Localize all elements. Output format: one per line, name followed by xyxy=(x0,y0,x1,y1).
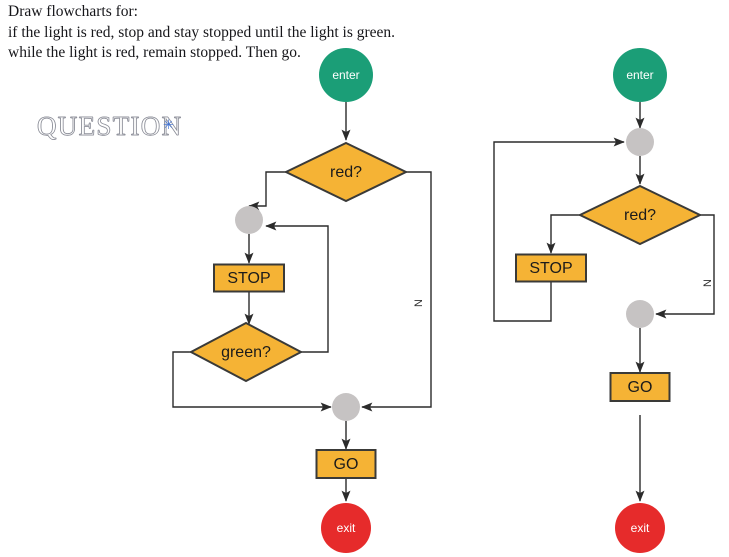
exit-terminal[interactable]: exit xyxy=(321,503,371,553)
red-decision-shape xyxy=(577,184,703,246)
green-decision-shape xyxy=(188,321,304,383)
exit-terminal-shape xyxy=(321,503,371,553)
red-decision-label: red? xyxy=(624,207,656,224)
stop-process-shape xyxy=(515,253,587,283)
merge-point-top[interactable] xyxy=(235,206,263,234)
enter-terminal[interactable]: enter xyxy=(613,48,667,102)
red-decision[interactable]: red? xyxy=(577,184,703,246)
stop-process-label: STOP xyxy=(529,260,572,277)
merge-point-exit-shape xyxy=(626,300,654,328)
prompt-line-1: Draw flowcharts for: xyxy=(8,3,138,20)
go-process[interactable]: GO xyxy=(315,449,377,479)
edge-red-yes-to-stop xyxy=(546,214,580,254)
exit-terminal-shape xyxy=(615,503,665,553)
edge-red-yes-to-merge1 xyxy=(248,171,286,211)
go-process-shape xyxy=(609,372,671,402)
exit-terminal[interactable]: exit xyxy=(615,503,665,553)
edge-red-no-to-merge2-label: N xyxy=(702,279,714,287)
enter-terminal-label: enter xyxy=(332,68,359,82)
green-decision[interactable]: green? xyxy=(188,321,304,383)
enter-terminal-shape xyxy=(319,48,373,102)
edge-red-no-to-merge2 xyxy=(361,171,432,412)
loop-merge-point-shape xyxy=(626,128,654,156)
enter-terminal[interactable]: enter xyxy=(319,48,373,102)
red-decision[interactable]: red? xyxy=(283,141,409,203)
edge-red-no-to-merge2-label: N xyxy=(413,299,425,307)
exit-terminal-label: exit xyxy=(337,521,356,535)
question-cursor-icon: ✳ xyxy=(163,117,174,132)
merge-point-exit[interactable] xyxy=(626,300,654,328)
enter-terminal-shape xyxy=(613,48,667,102)
go-process-label: GO xyxy=(334,456,359,473)
merge-point-top-shape xyxy=(235,206,263,234)
stop-process[interactable]: STOP xyxy=(213,263,285,293)
loop-merge-point[interactable] xyxy=(626,128,654,156)
edge-green-no-to-merge1 xyxy=(265,221,329,353)
question-watermark: QUESTION xyxy=(37,111,183,141)
stop-process-shape xyxy=(213,263,285,293)
red-decision-label: red? xyxy=(330,164,362,181)
prompt-text-block: Draw flowcharts for: if the light is red… xyxy=(8,2,468,64)
prompt-line-2: if the light is red, stop and stay stopp… xyxy=(8,23,396,41)
edge-stop-loop-back xyxy=(493,137,625,322)
go-process-shape xyxy=(315,449,377,479)
green-decision-label: green? xyxy=(221,344,271,361)
edge-green-yes-to-merge2 xyxy=(172,351,332,412)
go-process-label: GO xyxy=(628,379,653,396)
go-process[interactable]: GO xyxy=(609,372,671,402)
stop-process-label: STOP xyxy=(227,270,270,287)
merge-point-bottom-shape xyxy=(332,393,360,421)
enter-terminal-label: enter xyxy=(626,68,653,82)
merge-point-bottom[interactable] xyxy=(332,393,360,421)
red-decision-shape xyxy=(283,141,409,203)
exit-terminal-label: exit xyxy=(631,521,650,535)
stop-process[interactable]: STOP xyxy=(515,253,587,283)
prompt-line-3: while the light is red, remain stopped. … xyxy=(8,44,301,61)
edge-red-no-to-merge2 xyxy=(655,214,715,319)
